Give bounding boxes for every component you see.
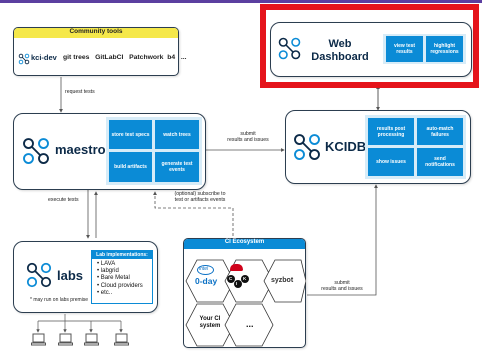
label-request-tests: request tests: [65, 89, 95, 95]
ci-item-syzbot: syzbot: [271, 277, 294, 284]
redhat-hat-icon: [230, 264, 243, 271]
top-accent-bar: [0, 0, 482, 3]
community-tools-header: [14, 28, 178, 38]
cki-letter-k: K: [243, 276, 247, 281]
kcidb-logo-icon: [292, 132, 322, 162]
label-execute-tests: execute tests: [48, 197, 79, 203]
community-tools-title: Community tools: [69, 28, 123, 35]
hex-more: [224, 303, 274, 347]
community-tools-box: [13, 27, 179, 76]
labs-logo-icon: [25, 261, 53, 289]
labs-note: * may run on labs premise: [30, 297, 89, 303]
maestro-title: maestro: [55, 142, 106, 157]
labs-implementations-list: • LAVA • labgrid • Bare Metal • Cloud pr…: [97, 261, 143, 297]
web-dashboard-title-line1: Web: [328, 38, 352, 50]
ci-item-0day: 0-day: [195, 276, 218, 286]
web-dashboard-logo-icon: [277, 36, 302, 61]
cki-letter-i: I: [236, 281, 238, 286]
tile-show-issues: show issues: [368, 148, 414, 176]
intel-label: intel: [199, 266, 209, 272]
list-item: • labgrid: [97, 268, 119, 275]
kci-dev-label: kci-dev: [31, 53, 57, 62]
laptop-icon: [84, 333, 99, 347]
labs-title: labs: [57, 268, 84, 283]
laptop-icon: [31, 333, 46, 347]
tile-generate-test-events: generate test events: [155, 152, 199, 182]
tile-send-notifications: send notifications: [417, 148, 463, 176]
laptop-icon: [114, 333, 129, 347]
cki-logo: [225, 274, 251, 288]
tile-store-test-specs: store test specs: [109, 120, 152, 149]
laptop-icon: [58, 333, 73, 347]
kcidb-title: KCIDB: [325, 139, 367, 154]
maestro-logo-icon: [21, 136, 51, 166]
ci-item-your-ci: Your CI system: [199, 316, 221, 329]
tile-view-test-results: view test results: [386, 36, 423, 62]
ci-ecosystem-header: [184, 239, 305, 249]
tile-watch-trees: watch trees: [155, 120, 199, 149]
list-item: • Bare Metal: [97, 275, 130, 282]
label-submit-results-top: submit results and issues: [227, 131, 269, 144]
ci-hexagons: [185, 259, 306, 347]
label-submit-results-bottom: submit results and issues: [321, 280, 363, 293]
dashboard-highlight-frame: [260, 4, 479, 88]
kci-dev-icon: [18, 52, 30, 65]
edge-ci-to-kcidb: [307, 184, 378, 296]
web-dashboard-title-line2: Dashboard: [311, 51, 369, 63]
community-tools-list: git trees GitLabCI Patchwork b4 ...: [63, 54, 187, 61]
intel-logo-icon: [197, 265, 214, 275]
tile-build-artifacts: build artifacts: [109, 152, 152, 182]
ci-item-more: ...: [246, 319, 254, 329]
hex-syzbot: [263, 259, 306, 303]
tile-auto-match-failures: auto-match failures: [417, 118, 463, 145]
edge-subscribe: [153, 191, 234, 236]
ci-ecosystem-title: CI Ecosystem: [224, 239, 265, 245]
labs-device-connectors: [36, 314, 123, 333]
tile-results-post-processing: results post processing: [368, 118, 414, 145]
label-subscribe: (optional) subscribe to test or artifact…: [174, 191, 226, 204]
hex-your-ci: [185, 303, 235, 347]
list-item: • Cloud providers: [97, 282, 143, 289]
list-item: • etc..: [97, 289, 113, 296]
tile-highlight-regressions: highlight regressions: [426, 36, 463, 62]
labs-implementations-panel: [91, 250, 153, 304]
list-item: • LAVA: [97, 261, 116, 267]
cki-letter-c: C: [229, 276, 233, 281]
labs-implementations-header: Lab implementations:: [92, 251, 152, 259]
